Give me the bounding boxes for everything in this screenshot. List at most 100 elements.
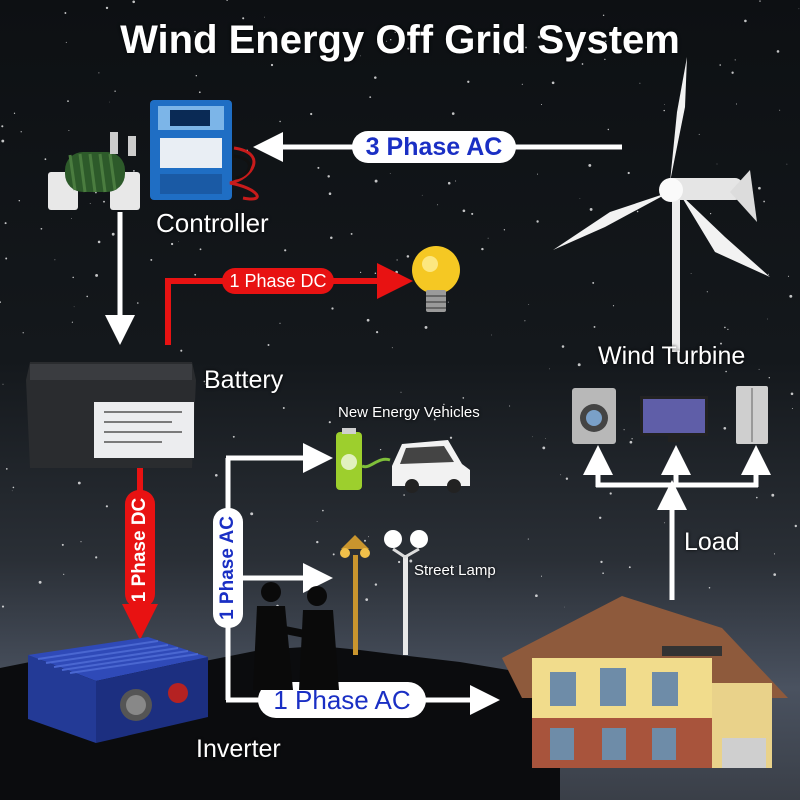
- washing-machine-icon: [572, 388, 616, 444]
- wind-turbine-icon: [553, 57, 770, 352]
- star: [542, 446, 546, 450]
- star: [462, 397, 465, 399]
- star: [664, 104, 665, 105]
- star: [38, 580, 42, 584]
- star: [64, 12, 67, 14]
- star: [394, 31, 396, 33]
- star: [537, 173, 538, 175]
- connection-label-1-phase-dc-top: 1 Phase DC: [222, 268, 334, 294]
- star: [359, 55, 361, 57]
- star: [20, 131, 22, 133]
- star: [105, 505, 108, 508]
- star: [220, 218, 222, 220]
- star: [63, 573, 65, 575]
- star: [532, 436, 533, 438]
- star: [374, 76, 377, 79]
- star: [406, 255, 410, 258]
- star: [708, 586, 711, 589]
- star: [71, 321, 73, 323]
- star: [723, 426, 727, 430]
- star: [327, 175, 330, 178]
- star: [95, 191, 97, 194]
- star: [375, 330, 379, 334]
- star: [579, 198, 581, 199]
- star: [44, 158, 47, 161]
- star: [605, 360, 609, 363]
- star: [365, 598, 369, 601]
- star: [204, 383, 206, 385]
- star: [194, 30, 196, 33]
- star: [437, 204, 439, 206]
- star: [540, 103, 543, 106]
- star: [322, 509, 324, 512]
- star: [491, 334, 492, 336]
- star: [589, 207, 593, 211]
- star: [763, 200, 765, 203]
- star: [725, 370, 727, 373]
- wind-turbine-label: Wind Turbine: [598, 342, 746, 370]
- star: [639, 82, 641, 84]
- star: [528, 304, 530, 306]
- star: [407, 47, 410, 50]
- star: [331, 307, 334, 310]
- star: [706, 291, 708, 293]
- star: [602, 572, 604, 575]
- dump-load-resistor-icon: [48, 132, 140, 210]
- star: [509, 405, 511, 407]
- appliances-group: [572, 386, 768, 444]
- star: [389, 173, 391, 174]
- star: [455, 566, 457, 567]
- star: [65, 41, 67, 43]
- star: [279, 120, 281, 123]
- star: [316, 520, 318, 522]
- star: [270, 63, 274, 67]
- house-icon: [502, 596, 788, 768]
- star: [581, 63, 584, 65]
- star: [447, 301, 449, 303]
- star: [170, 242, 174, 246]
- star: [719, 64, 721, 66]
- refrigerator-icon: [736, 386, 768, 444]
- star: [198, 91, 201, 94]
- star: [350, 232, 353, 235]
- star: [758, 368, 760, 370]
- star: [2, 383, 4, 385]
- star: [374, 179, 378, 183]
- star: [525, 46, 527, 49]
- connection-label-1-phase-ac-vertical-bg: [213, 508, 243, 628]
- battery-label: Battery: [204, 366, 284, 394]
- star: [250, 512, 254, 516]
- star: [89, 202, 91, 204]
- star: [424, 325, 428, 329]
- star: [367, 536, 369, 538]
- star: [786, 163, 788, 165]
- star: [396, 259, 398, 261]
- star: [731, 71, 734, 74]
- connection-label-1-phase-dc-vertical: 1 Phase DC: [129, 497, 150, 603]
- star: [759, 0, 761, 2]
- star: [133, 170, 135, 172]
- star: [798, 8, 800, 10]
- star: [451, 112, 455, 115]
- star: [787, 275, 790, 277]
- star: [471, 212, 474, 215]
- star: [54, 259, 56, 261]
- star: [609, 492, 612, 495]
- star: [791, 408, 793, 409]
- star: [421, 194, 423, 196]
- star: [103, 200, 105, 203]
- television-icon: [640, 396, 708, 442]
- star: [0, 301, 1, 303]
- star: [350, 45, 354, 49]
- star: [773, 553, 776, 555]
- star: [767, 318, 768, 320]
- star: [602, 14, 605, 17]
- star: [548, 368, 550, 370]
- star: [449, 436, 453, 439]
- star: [1, 605, 5, 608]
- star: [109, 101, 110, 103]
- star: [577, 363, 581, 367]
- battery-icon: [26, 362, 196, 468]
- star: [195, 75, 197, 77]
- star: [328, 192, 332, 195]
